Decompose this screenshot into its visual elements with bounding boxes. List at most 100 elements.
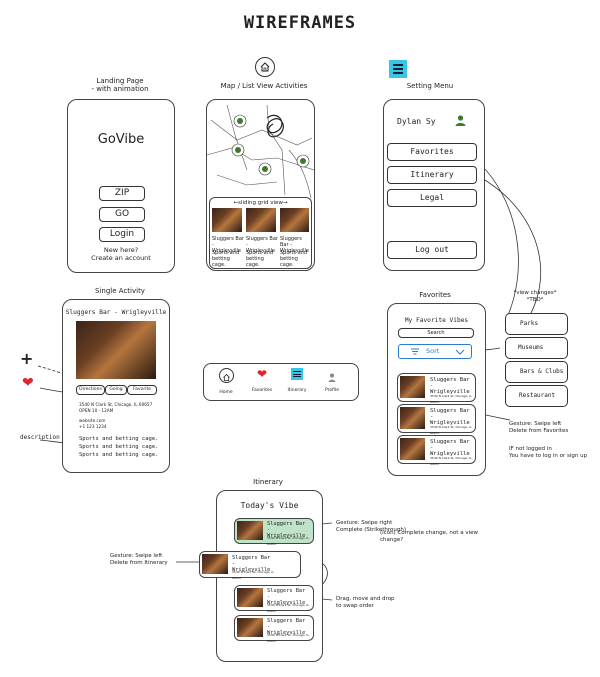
go-button[interactable]: GO — [99, 207, 145, 222]
itinerary-title: Today's Vibe — [240, 501, 299, 510]
favorite-button[interactable]: Favorite — [127, 385, 157, 395]
settings-favorites-item[interactable]: Favorites — [387, 143, 477, 161]
favorite-card-title: Sluggers Bar - Wrigleyville — [430, 377, 470, 395]
category-museums[interactable]: Museums — [505, 337, 568, 359]
favorites-login-note: IF not logged in You have to log in or s… — [509, 446, 599, 460]
itinerary-card[interactable]: Sluggers Bar - Wrigleyville 3540 N Clark… — [234, 615, 314, 643]
landing-caption: Landing Page - with animation — [80, 77, 160, 93]
nav-bar: Home ❤ Favorites Itinerary Profile — [203, 363, 359, 401]
favorite-card-image — [400, 438, 425, 460]
view-change-caption-line: *TBD* — [526, 296, 544, 303]
grid-card-desc: Sports and betting cage. — [280, 250, 308, 268]
itinerary-caption: Itinerary — [253, 478, 283, 486]
itinerary-card-image — [237, 618, 263, 637]
itinerary-card-image — [237, 521, 263, 540]
grid-card-desc: Sports and betting cage. — [246, 250, 274, 268]
description-line: Sports and betting cage. — [79, 444, 159, 450]
nav-profile[interactable]: Profile — [320, 368, 344, 394]
category-parks[interactable]: Parks — [505, 313, 568, 335]
user-icon — [327, 368, 337, 382]
grid-card-title: Sluggers Bar - Wrigleyville — [280, 236, 309, 254]
note-line: Delete from Itinerary — [110, 560, 168, 566]
itinerary-card-address: 3540 N Clark St, Chicago, IL 60657 — [267, 536, 309, 546]
directions-button[interactable]: Directions — [76, 385, 105, 395]
grid-card-image — [246, 208, 276, 232]
sort-dropdown[interactable]: Sort — [398, 344, 472, 359]
nav-itinerary[interactable]: Itinerary — [284, 368, 310, 394]
swipe-right-note-2: (icon) Complete change, not a view chang… — [380, 530, 478, 543]
single-caption: Single Activity — [95, 287, 145, 295]
user-icon[interactable] — [454, 112, 467, 126]
create-account-text: Create an account — [91, 254, 151, 262]
home-icon — [218, 368, 234, 383]
sliding-grid-label: ←sliding grid view→ — [233, 200, 288, 206]
sliding-grid[interactable]: ←sliding grid view→ Sluggers Bar - Wrigl… — [209, 197, 312, 269]
nav-home-label: Home — [219, 390, 233, 395]
activity-website[interactable]: website.com — [79, 418, 106, 423]
nav-favorites[interactable]: ❤ Favorites — [248, 368, 276, 394]
grid-card[interactable]: Sluggers Bar - Wrigleyville Sports and b… — [212, 208, 244, 268]
favorites-caption: Favorites — [419, 291, 451, 299]
map-phone: ←sliding grid view→ Sluggers Bar - Wrigl… — [206, 99, 315, 271]
favorite-card-title: Sluggers Bar - Wrigleyville — [430, 408, 470, 426]
itinerary-card-image — [202, 554, 228, 574]
going-button[interactable]: Going — [105, 385, 127, 395]
menu-icon — [291, 368, 303, 380]
home-icon — [255, 57, 275, 77]
category-label: Bars & Clubs — [520, 368, 564, 375]
itinerary-to-itinerary-arrow — [477, 175, 542, 331]
itinerary-card-address: 3540 N Clark St, Chicago, IL 60657 — [267, 633, 309, 643]
note-line: Gesture: Swipe right — [336, 520, 393, 526]
favorite-card-image — [400, 376, 425, 398]
plus-icon: + — [20, 349, 34, 368]
description-line: Sports and betting cage. — [79, 452, 159, 458]
itinerary-card-swiped[interactable]: Sluggers Bar - Wrigleyville 3540 N Clark… — [199, 551, 301, 580]
scribble — [266, 114, 284, 138]
heart-icon: ❤ — [256, 367, 268, 381]
view-change-list: Parks Museums Bars & Clubs Restaurant — [505, 313, 568, 407]
category-label: Museums — [518, 344, 544, 351]
activity-phone[interactable]: +1 123 1234 — [79, 424, 107, 429]
swipe-right-note: Gesture: Swipe right Complete (Strikethr… — [336, 520, 416, 534]
sort-label: Sort — [426, 347, 440, 355]
note-line: Drag, move and drop — [336, 596, 395, 602]
single-phone: Sluggers Bar - Wrigleyville Directions G… — [62, 299, 170, 473]
grid-card-title: Sluggers Bar - Wrigleyville — [212, 236, 244, 254]
activity-hours: OPEN 10 - 12AM — [79, 408, 114, 413]
settings-legal-item[interactable]: Legal — [387, 189, 477, 207]
category-bars-clubs[interactable]: Bars & Clubs — [505, 361, 568, 383]
category-label: Parks — [520, 320, 539, 327]
itinerary-card-address: 3540 N Clark St, Chicago, IL 60657 — [232, 570, 274, 580]
favorite-card[interactable]: Sluggers Bar - Wrigleyville 3540 N Clark… — [397, 404, 476, 435]
favorite-card[interactable]: Sluggers Bar - Wrigleyville 3540 N Clark… — [397, 373, 476, 404]
favorite-card-title: Sluggers Bar - Wrigleyville — [430, 439, 470, 457]
user-name: Dylan Sy — [397, 117, 436, 126]
logout-button[interactable]: Log out — [387, 241, 477, 259]
login-button[interactable]: Login — [99, 227, 145, 242]
favorites-phone: My Favorite Vibes Search Sort Sluggers B… — [387, 303, 486, 476]
itinerary-card-title: Sluggers Bar - Wrigleyville — [232, 555, 271, 573]
favorite-card-address: 3540 N Clark St, Chicago, IL 60657 — [430, 394, 472, 404]
itinerary-card-completed[interactable]: Sluggers Bar - Wrigleyville 3540 N Clark… — [234, 518, 314, 546]
itinerary-card-image — [237, 588, 263, 607]
note-line: Gesture: Swipe left — [110, 553, 163, 559]
map-pins — [231, 114, 310, 176]
drag-note: Drag, move and drop to swap order — [336, 596, 416, 610]
menu-icon — [389, 60, 407, 78]
map-view[interactable] — [207, 100, 314, 200]
landing-phone: GoVibe ZIP GO Login New here? Create an … — [67, 99, 175, 273]
itinerary-card[interactable]: Sluggers Bar - Wrigleyville 3540 N Clark… — [234, 585, 314, 613]
map-caption: Map / List View Activities — [220, 82, 308, 90]
itinerary-card-address: 3540 N Clark St, Chicago, IL 60657 — [267, 603, 309, 613]
nav-home[interactable]: Home — [216, 368, 236, 396]
create-account-link[interactable]: New here? Create an account — [68, 246, 174, 262]
category-restaurant[interactable]: Restaurant — [505, 385, 568, 407]
settings-itinerary-item[interactable]: Itinerary — [387, 166, 477, 184]
zip-input[interactable]: ZIP — [99, 186, 145, 201]
search-input[interactable]: Search — [398, 328, 474, 338]
grid-card[interactable]: Sluggers Bar - Wrigleyville Sports and b… — [246, 208, 278, 268]
chevron-down-icon — [455, 349, 465, 355]
favorite-card[interactable]: Sluggers Bar - Wrigleyville 3540 N Clark… — [397, 435, 476, 466]
grid-card[interactable]: Sluggers Bar - Wrigleyville Sports and b… — [280, 208, 312, 268]
settings-phone: Dylan Sy Favorites Itinerary Legal Log o… — [383, 99, 485, 271]
